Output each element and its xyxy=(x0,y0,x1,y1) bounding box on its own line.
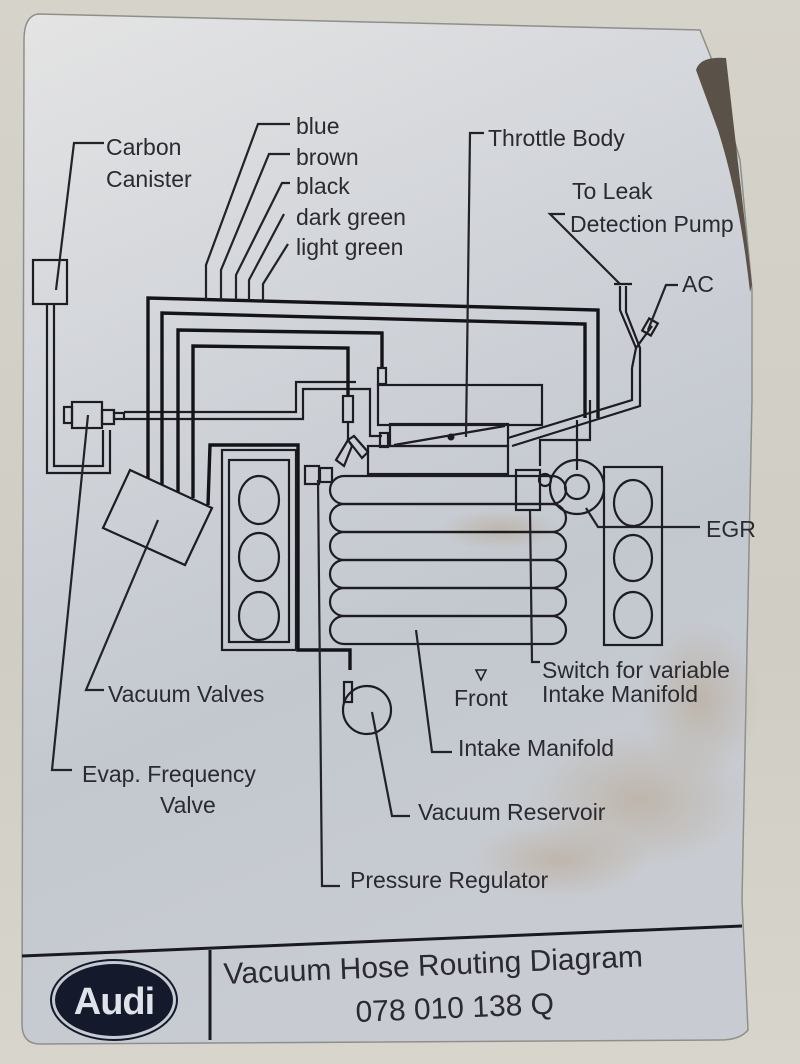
left-cylinder-bank xyxy=(220,448,298,652)
egr-label: EGR xyxy=(706,516,756,542)
evap-valve-label-1: Evap. Frequency xyxy=(82,761,256,787)
throttle-body xyxy=(366,366,544,476)
carbon-canister-label-2: Canister xyxy=(106,166,192,192)
footer-divider xyxy=(21,924,743,958)
vacuum-reservoir-label: Vacuum Reservoir xyxy=(418,799,606,825)
right-cylinder-bank xyxy=(602,465,664,647)
switch-label-2: Intake Manifold xyxy=(542,681,698,707)
brake-hose-upper xyxy=(507,368,634,440)
intake-manifold xyxy=(328,474,568,646)
hose-color-label-light-green: light green xyxy=(296,234,403,260)
stain xyxy=(640,620,760,780)
stain xyxy=(470,820,650,900)
audi-logo: Audi xyxy=(50,959,178,1041)
ac-label: AC xyxy=(682,271,714,297)
hose-blue xyxy=(146,296,600,478)
carbon-canister xyxy=(31,258,69,306)
hose-color-label-dark-green: dark green xyxy=(296,204,406,230)
vacuum-reservoir xyxy=(341,680,393,736)
evap-line-upper xyxy=(124,380,356,414)
egr-leader xyxy=(585,507,700,529)
ac-check-valve xyxy=(640,316,660,338)
evap-valve-label-2: Valve xyxy=(160,792,216,818)
throttle-body-label: Throttle Body xyxy=(488,125,625,151)
pressure-regulator xyxy=(303,464,334,486)
vacuum-valves-label: Vacuum Valves xyxy=(108,681,264,707)
hose-black xyxy=(176,328,384,492)
leak-pump-label-1: To Leak xyxy=(572,178,653,204)
leader-dark-green xyxy=(247,213,285,300)
switch-leader xyxy=(528,509,540,664)
ac-hose xyxy=(635,325,653,349)
leader-blue xyxy=(204,122,290,300)
leader-black xyxy=(234,181,290,300)
vacuum-valves-leader xyxy=(84,519,160,692)
vacuum-valves xyxy=(101,468,214,567)
pressure-regulator-label: Pressure Regulator xyxy=(350,867,548,893)
stain xyxy=(440,510,560,550)
leak-pump-hose-b xyxy=(624,286,642,368)
intake-manifold-label: Intake Manifold xyxy=(458,735,614,761)
hose-brown xyxy=(160,311,587,485)
hose-color-label-black: black xyxy=(296,173,350,199)
audi-logo-text: Audi xyxy=(74,981,154,1023)
hose-color-label-brown: brown xyxy=(296,144,359,170)
evap-valve-leader xyxy=(50,414,90,772)
leak-pump-hose-a xyxy=(618,286,638,369)
switch-hose xyxy=(538,400,592,466)
canister-hose-inner xyxy=(52,304,105,468)
vacuum-reservoir-leader xyxy=(370,711,410,818)
ac-leader xyxy=(646,283,678,331)
y-fitting xyxy=(334,394,370,468)
switch-label-1: Switch for variable xyxy=(542,657,730,683)
leak-pump-label-2: Detection Pump xyxy=(570,211,734,237)
peeled-corner xyxy=(696,57,752,292)
carbon-canister-leader xyxy=(54,141,104,291)
hose-dark-green xyxy=(191,344,350,498)
intake-manifold-leader xyxy=(414,629,452,754)
hose-light-green xyxy=(206,443,352,670)
evap-line-lower xyxy=(124,387,382,438)
leader-brown xyxy=(219,152,290,300)
leader-light-green xyxy=(261,243,289,300)
canister-hose-outer xyxy=(45,304,112,475)
hose-color-label-blue: blue xyxy=(296,113,339,139)
brake-hose-lower xyxy=(511,368,642,448)
throttle-body-leader xyxy=(464,131,484,438)
front-arrow-icon xyxy=(474,669,488,682)
front-label: Front xyxy=(454,685,508,711)
pressure-regulator-leader xyxy=(316,479,340,888)
leak-pump-leader xyxy=(547,212,621,285)
carbon-canister-label-1: Carbon xyxy=(106,134,181,160)
